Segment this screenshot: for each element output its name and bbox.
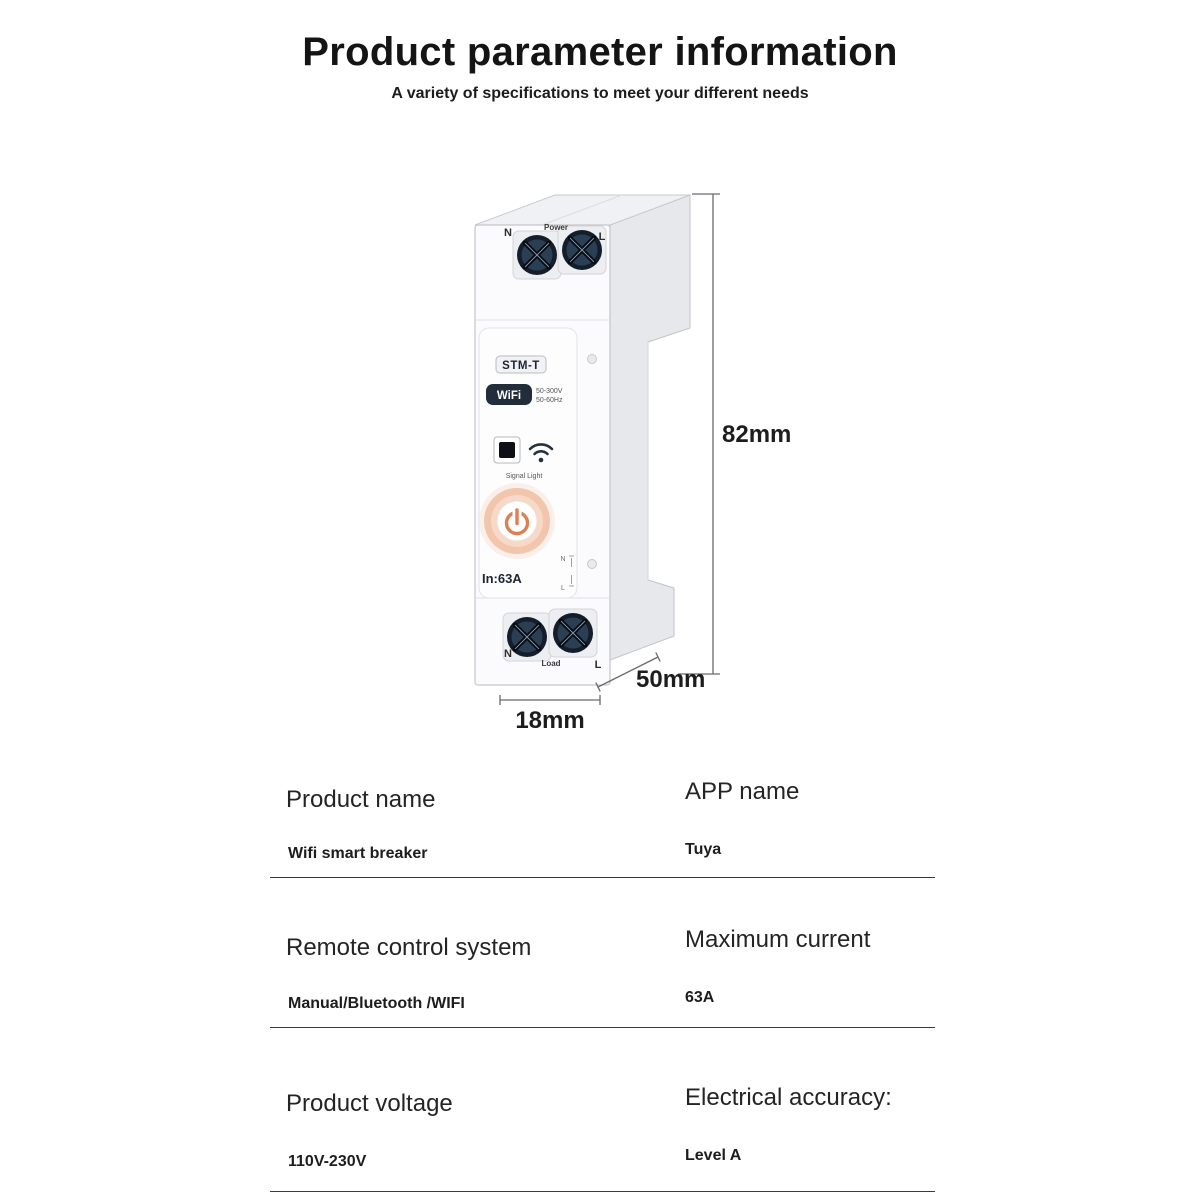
spec-value-app-name: Tuya: [685, 841, 722, 858]
terminal-label-power: Power: [544, 223, 568, 232]
model-plate: [495, 355, 547, 374]
spec-label-max-current: Maximum current: [685, 926, 871, 953]
dimension-height: [678, 193, 720, 675]
rating-voltage-label: 50-300V: [536, 388, 563, 395]
power-button: [479, 483, 555, 559]
terminal-label-bottom-l: L: [595, 659, 602, 671]
rating-frequency-label: 50-60Hz: [536, 397, 563, 404]
model-label: STM-T: [502, 360, 540, 372]
wifi-badge-label: WiFi: [497, 390, 521, 402]
case-rivet: [587, 354, 597, 364]
dimension-width-label: 18mm: [515, 707, 584, 734]
spec-value-voltage: 110V-230V: [288, 1153, 367, 1170]
spec-value-accuracy: Level A: [685, 1147, 742, 1164]
device-side-face: [609, 194, 691, 661]
spec-row-3: Product voltage Electrical accuracy: 110…: [270, 1028, 935, 1192]
rated-current-label: In:63A: [482, 571, 522, 586]
terminal-screw-bottom-left: [502, 612, 552, 662]
breaker-device: N Power L STM-T WiFi 50-300V 50-60Hz: [474, 194, 691, 686]
svg-text:N: N: [560, 556, 565, 563]
wifi-signal-icon: [528, 443, 554, 463]
wifi-badge: [486, 384, 532, 405]
product-image: N Power L STM-T WiFi 50-300V 50-60Hz: [474, 193, 791, 734]
spec-label-accuracy: Electrical accuracy:: [685, 1084, 892, 1111]
power-icon: [504, 508, 530, 536]
spec-label-voltage: Product voltage: [286, 1090, 453, 1117]
dimension-depth: [595, 652, 661, 692]
terminal-screw-top-left: [512, 230, 562, 280]
svg-text:L: L: [561, 585, 565, 592]
case-rivet: [587, 559, 597, 569]
spec-value-max-current: 63A: [685, 989, 715, 1006]
spec-label-product-name: Product name: [286, 786, 436, 813]
terminal-label-top-n: N: [504, 227, 512, 239]
spec-value-product-name: Wifi smart breaker: [288, 845, 428, 862]
terminal-screw-top-right: [557, 225, 607, 275]
terminal-label-top-l: L: [599, 231, 606, 243]
spec-label-remote-control: Remote control system: [286, 934, 532, 961]
terminal-label-bottom-n: N: [504, 648, 512, 660]
dimension-height-label: 82mm: [722, 421, 791, 448]
spec-label-app-name: APP name: [685, 778, 800, 805]
signal-light-label: Signal Light: [506, 473, 543, 480]
spec-table: Product name APP name Wifi smart breaker…: [270, 770, 935, 1192]
terminal-label-load: Load: [541, 659, 560, 668]
page-title: Product parameter information: [302, 30, 898, 74]
terminal-screw-bottom-right: [548, 608, 598, 658]
dimension-depth-label: 50mm: [636, 666, 705, 693]
signal-light-window: [493, 436, 521, 464]
spec-value-remote-control: Manual/Bluetooth /WIFI: [288, 995, 465, 1012]
wiring-diagram: N L: [560, 555, 574, 592]
page-subtitle: A variety of specifications to meet your…: [391, 85, 809, 102]
spec-row-2: Remote control system Maximum current Ma…: [270, 878, 935, 1028]
dimension-width: [499, 695, 601, 705]
spec-row-1: Product name APP name Wifi smart breaker…: [270, 770, 935, 878]
